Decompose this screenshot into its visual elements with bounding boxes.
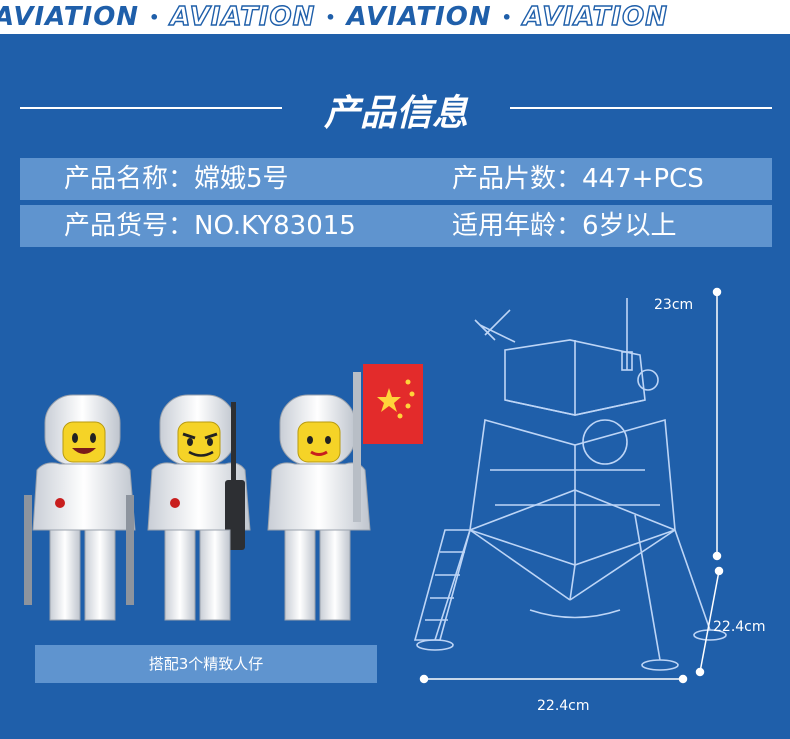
height-dimension-label: 23cm — [654, 297, 694, 313]
banner-text: AVIATION • AVIATION • AVIATION • AVIATION — [0, 0, 668, 34]
astronaut-figure-3 — [267, 364, 423, 621]
astronaut-figure-2 — [147, 394, 251, 621]
banner-word: AVIATION — [522, 1, 668, 32]
banner-word: AVIATION — [170, 1, 316, 32]
info-row-1: 产品名称：嫦娥5号 产品片数：447+PCS — [20, 158, 772, 200]
title-divider-right — [510, 107, 772, 109]
product-item-number: 产品货号：NO.KY83015 — [64, 211, 356, 241]
info-row-2: 产品货号：NO.KY83015 适用年龄：6岁以上 — [20, 205, 772, 247]
banner-word: AVIATION — [346, 2, 492, 32]
astronaut-minifigures — [24, 364, 423, 621]
product-pieces: 产品片数：447+PCS — [452, 164, 704, 194]
figures-caption: 搭配3个精致人仔 — [35, 645, 377, 683]
banner-separator: • — [325, 7, 337, 27]
section-title-row: 产品信息 — [0, 80, 790, 136]
section-title: 产品信息 — [323, 93, 468, 134]
product-age: 适用年龄：6岁以上 — [452, 211, 677, 241]
width-dimension-label: 22.4cm — [537, 698, 590, 714]
depth-dimension-label: 22.4cm — [713, 619, 766, 635]
title-divider-left — [20, 107, 282, 109]
aviation-banner: AVIATION • AVIATION • AVIATION • AVIATION — [0, 0, 790, 34]
lunar-lander-blueprint — [413, 298, 727, 671]
banner-separator: • — [501, 7, 513, 27]
product-name: 产品名称：嫦娥5号 — [64, 164, 289, 194]
banner-separator: • — [149, 7, 161, 27]
banner-word: AVIATION — [0, 2, 140, 32]
astronaut-figure-1 — [24, 394, 136, 621]
